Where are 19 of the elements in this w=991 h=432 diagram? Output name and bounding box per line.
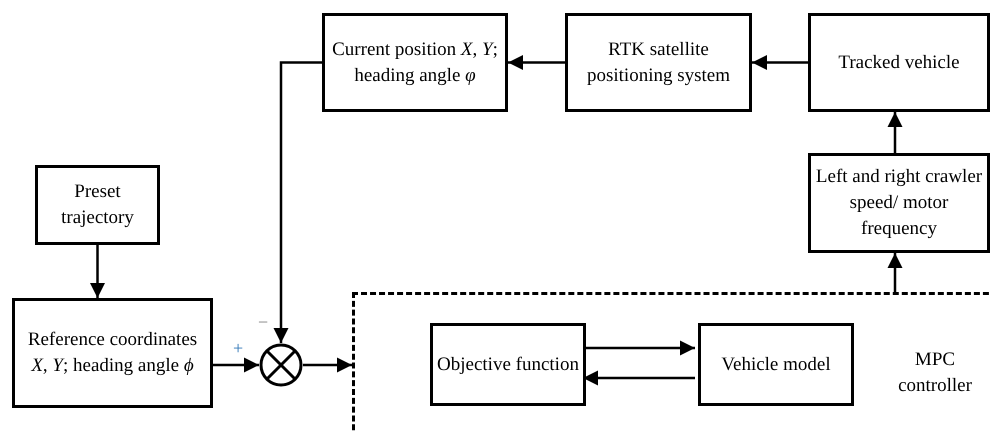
- process-box: Objective function: [430, 323, 586, 406]
- region-label: MPC controller: [897, 348, 973, 398]
- arrow: [213, 358, 259, 372]
- process-box: Vehicle model: [698, 323, 854, 406]
- arrow: [508, 55, 565, 70]
- arrow: [90, 245, 105, 298]
- process-box: Current position X, Y; heading angle φ: [322, 13, 508, 112]
- process-box: RTK satellite positioning system: [565, 13, 752, 112]
- process-box: Preset trajectory: [35, 165, 160, 245]
- arrow: [752, 55, 808, 70]
- process-box: Reference coordinates X, Y; heading angle ϕ: [12, 298, 213, 408]
- process-box: Tracked vehicle: [808, 13, 990, 112]
- arrow: [888, 253, 902, 292]
- arrow: [888, 112, 902, 153]
- arrow: [274, 61, 322, 343]
- process-box: Left and right crawler speed/ motor frequency: [808, 153, 990, 253]
- arrow: [303, 358, 352, 372]
- sign-label: +: [233, 338, 244, 358]
- sign-label: −: [258, 312, 268, 332]
